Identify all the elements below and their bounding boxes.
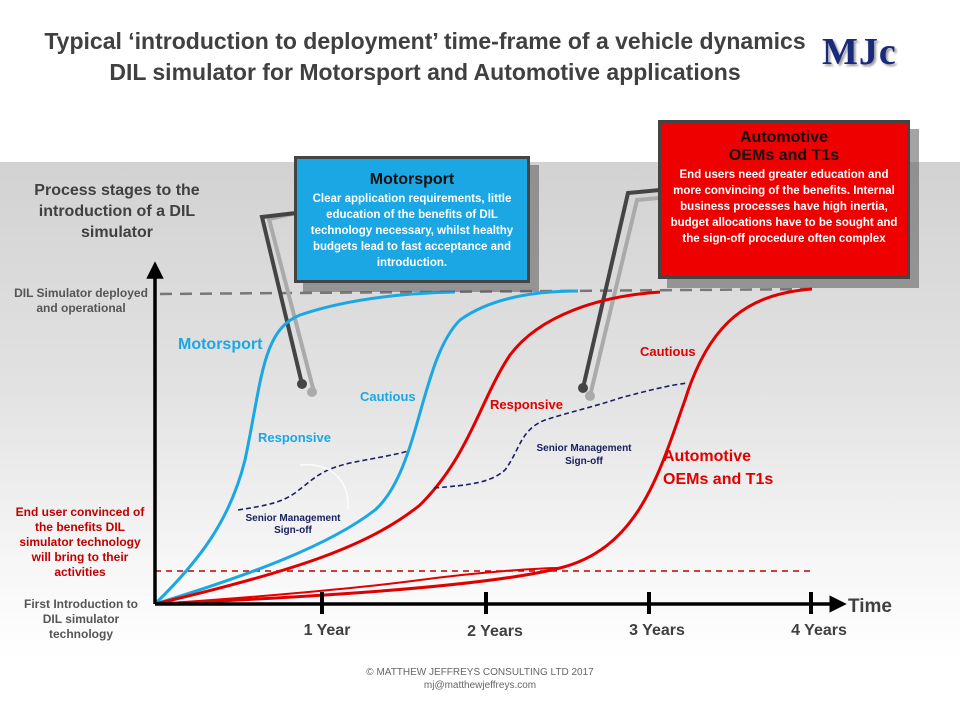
automotive-curve-label-1: Automotive xyxy=(663,448,751,465)
stage-first-intro-label: First Introduction to DIL simulator tech… xyxy=(24,597,138,641)
automotive-responsive-label: Responsive xyxy=(490,397,563,412)
motorsport-signoff-arc xyxy=(299,463,349,511)
automotive-callout-shadow-dot xyxy=(585,391,595,401)
automotive-callout-box: Automotive OEMs and T1s End users need g… xyxy=(658,120,910,279)
automotive-signoff-label-1: Senior Management xyxy=(536,443,632,454)
automotive-cautious-curve xyxy=(154,287,813,606)
automotive-lower-curve xyxy=(154,567,561,605)
motorsport-callout-pointer xyxy=(259,211,304,385)
stage-deployed-label: DIL Simulator deployed and operational xyxy=(14,286,148,315)
slide-title: Typical ‘introduction to deployment’ tim… xyxy=(44,28,806,85)
x-tick-label-4: 4 Years xyxy=(791,622,847,639)
x-axis-title: Time xyxy=(848,596,892,617)
mjc-logo: MJc xyxy=(822,31,897,73)
motorsport-signoff-label-2: Sign-off xyxy=(274,525,312,536)
automotive-cautious-label: Cautious xyxy=(640,344,696,359)
automotive-callout-title: Automotive OEMs and T1s xyxy=(661,129,907,165)
motorsport-callout-box: Motorsport Clear application requirement… xyxy=(294,156,530,283)
automotive-callout-title-line2: OEMs and T1s xyxy=(728,147,840,164)
automotive-callout-title-line1: Automotive xyxy=(740,129,828,146)
footer: © MATTHEW JEFFREYS CONSULTING LTD 2017 m… xyxy=(0,666,960,692)
x-tick-label-1: 1 Year xyxy=(304,622,351,639)
motorsport-callout-title: Motorsport xyxy=(369,171,455,188)
automotive-signoff-curve xyxy=(433,382,689,489)
footer-copyright: © MATTHEW JEFFREYS CONSULTING LTD 2017 xyxy=(366,667,594,678)
stage-convinced-label: End user convinced of the benefits DIL s… xyxy=(15,505,145,579)
motorsport-callout-dot xyxy=(297,379,307,389)
automotive-callout-dot xyxy=(578,383,588,393)
automotive-callout-body: End users need greater education and mor… xyxy=(670,169,898,245)
automotive-curve-label-2: OEMs and T1s xyxy=(663,471,773,488)
motorsport-cautious-label: Cautious xyxy=(360,389,416,404)
motorsport-callout-shadow-dot xyxy=(307,387,317,397)
deployed-dashed-line xyxy=(159,287,821,296)
motorsport-responsive-label: Responsive xyxy=(258,430,331,445)
y-axis-title: Process stages to the introduction of a … xyxy=(34,182,200,241)
motorsport-callout-body: Clear application requirements, little e… xyxy=(310,193,514,269)
footer-email: mj@matthewjeffreys.com xyxy=(423,680,537,691)
automotive-responsive-curve xyxy=(154,290,661,606)
motorsport-cautious-curve xyxy=(154,289,579,606)
x-tick-label-3: 3 Years xyxy=(629,622,685,639)
motorsport-curve-label: Motorsport xyxy=(178,336,263,353)
automotive-signoff-label-2: Sign-off xyxy=(565,456,603,467)
motorsport-responsive-curve xyxy=(153,290,456,606)
motorsport-signoff-curve xyxy=(237,450,409,511)
motorsport-signoff-label-1: Senior Management xyxy=(245,513,341,524)
x-tick-label-2: 2 Years xyxy=(467,623,523,640)
automotive-callout-pointer xyxy=(581,188,661,389)
